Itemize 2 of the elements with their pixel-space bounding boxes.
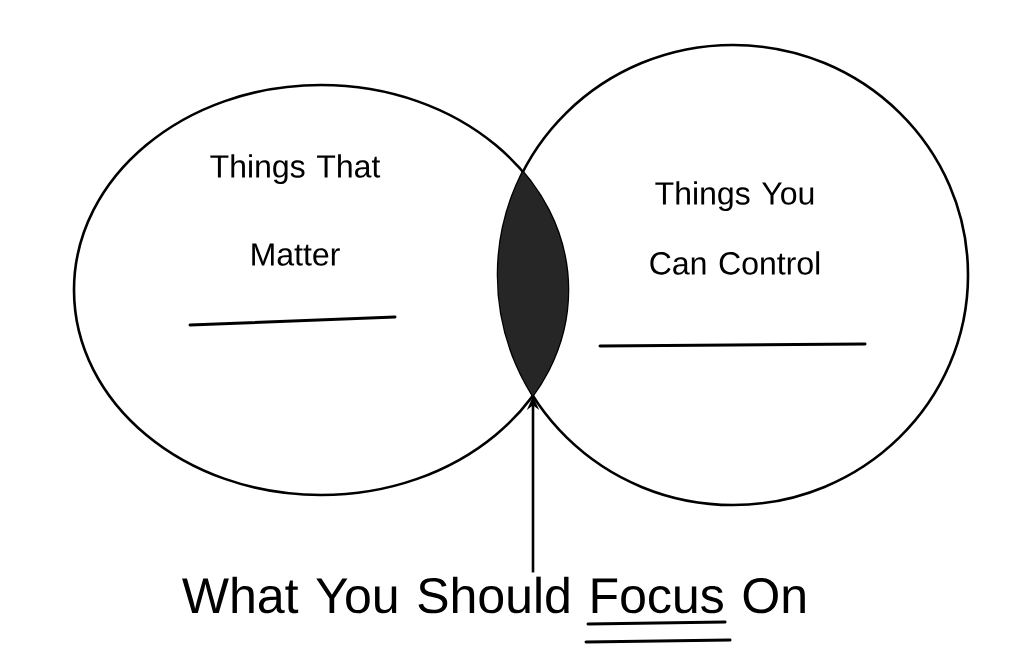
caption-text: What You Should Focus On [182, 576, 805, 614]
shaded-overlap [498, 172, 568, 396]
